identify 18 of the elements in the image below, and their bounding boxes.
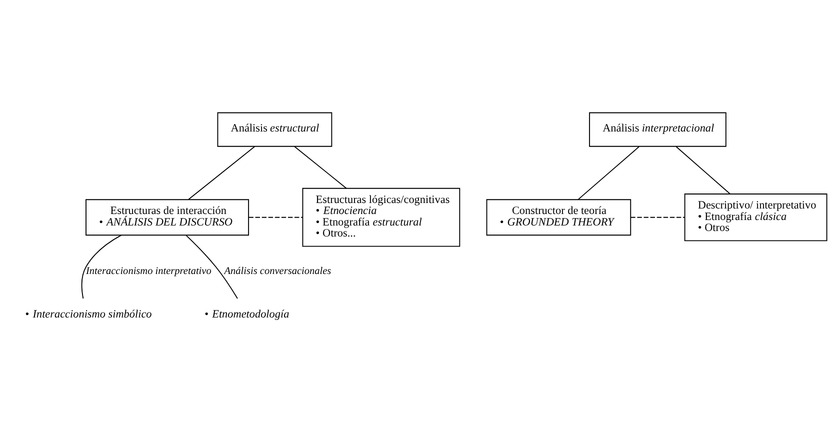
node-box: Estructuras lógicas/cognitivas • Etnociencia • Etnografía estructural • Otros... [302,187,460,246]
connector [188,145,256,200]
node-box: Estructuras de interacción • ANÁLISIS DEL DISCURSO [86,198,250,236]
connector [81,234,122,298]
connector [578,146,640,200]
node-box: Descriptivo/ interpretativo • Etnografía clásica • Otros [684,193,828,241]
node-box: Análisis interpretacional [589,112,726,146]
connector [676,146,730,194]
edge-label: Análisis conversacionales [224,266,332,277]
connector [186,234,238,298]
node-text: • Interaccionismo simbólico [25,308,152,320]
node-text: • Etnometodología [204,308,290,320]
connector [294,145,347,188]
node-box: Análisis estructural [217,112,332,146]
edge-label: Interaccionismo interpretativo [86,266,212,277]
connector [630,216,686,218]
node-box: Constructor de teoría • GROUNDED THEORY [486,198,632,236]
connector [248,216,304,218]
